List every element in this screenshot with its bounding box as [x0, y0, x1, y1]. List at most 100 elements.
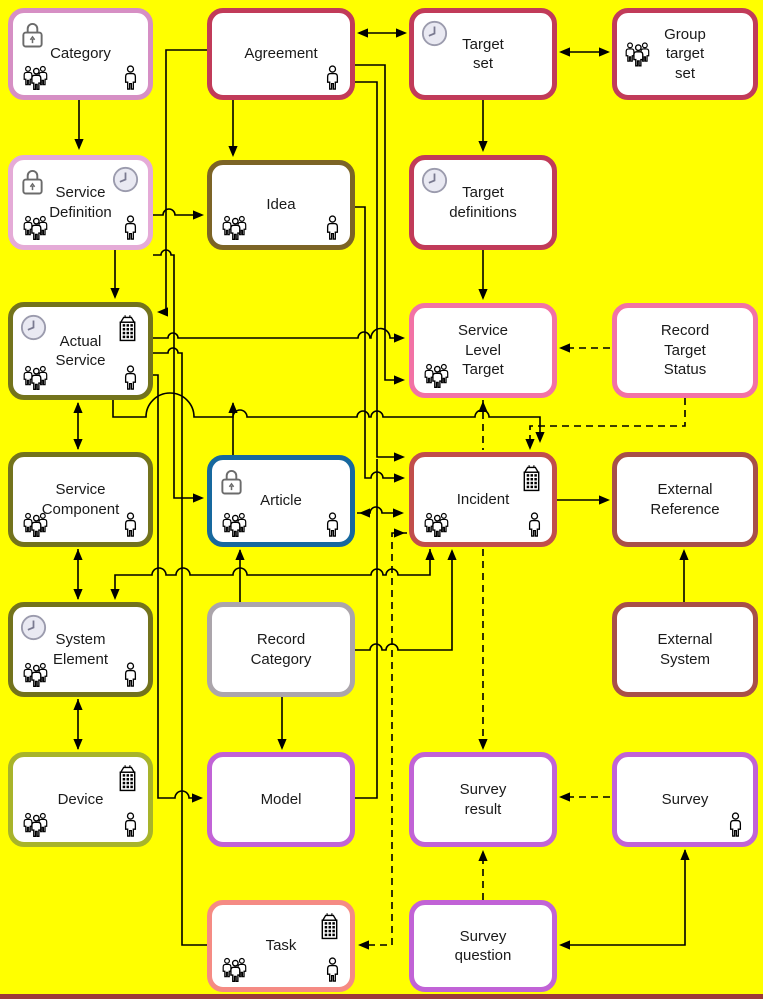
connector-idea-to-incident [355, 206, 402, 479]
building-icon [318, 911, 341, 940]
connector-record-category-to-incident [355, 551, 453, 651]
group-icon [21, 215, 51, 241]
arrowhead [525, 439, 535, 450]
arrowhead [396, 28, 407, 38]
node-label: Model [260, 790, 302, 808]
node-external-reference[interactable]: External Reference [612, 452, 758, 547]
group-icon [21, 365, 51, 391]
node-service-definition[interactable]: Service Definition [8, 155, 153, 250]
group-icon [220, 957, 250, 983]
node-model[interactable]: Model [207, 752, 355, 847]
connector-actual-service-to-model [153, 374, 200, 799]
arrowhead [478, 850, 488, 861]
arrowhead [359, 508, 370, 518]
connector-actual-service-to-task [153, 347, 207, 946]
person-icon [325, 65, 340, 90]
node-label: Article [260, 492, 302, 510]
node-label: Service Component [41, 481, 120, 518]
connector-article-incident [357, 506, 402, 514]
arrowhead [425, 549, 435, 560]
node-survey-result[interactable]: Survey result [409, 752, 557, 847]
node-label: Agreement [244, 45, 318, 63]
lock-icon [20, 20, 45, 49]
node-label: Service Definition [49, 184, 112, 221]
arrowhead [157, 307, 168, 317]
node-idea[interactable]: Idea [207, 160, 355, 250]
node-service-component[interactable]: Service Component [8, 452, 153, 547]
connector-service-definition-to-article [153, 249, 201, 499]
connector-actual-service-to-slt [153, 327, 402, 339]
node-external-system[interactable]: External System [612, 602, 758, 697]
node-label: Category [50, 45, 111, 63]
arrowhead [535, 432, 545, 443]
node-category[interactable]: Category [8, 8, 153, 100]
person-icon [123, 215, 138, 240]
node-label: Service Level Target [457, 322, 509, 379]
clock-icon [421, 20, 448, 47]
node-survey-question[interactable]: Survey question [409, 900, 557, 992]
node-actual-service[interactable]: Actual Service [8, 302, 153, 400]
node-incident[interactable]: Incident [409, 452, 557, 547]
arrowhead [393, 508, 404, 518]
arrowhead [680, 849, 690, 860]
group-icon [422, 363, 452, 389]
node-record-category[interactable]: Record Category [207, 602, 355, 697]
node-label: Target set [462, 35, 504, 73]
arrowhead [478, 739, 488, 750]
person-icon [325, 215, 340, 240]
node-survey[interactable]: Survey [612, 752, 758, 847]
person-icon [123, 812, 138, 837]
node-target-definitions[interactable]: Target definitions [409, 155, 557, 250]
node-label: Group target set [664, 25, 706, 82]
node-label: Survey result [459, 781, 507, 818]
arrowhead [394, 375, 405, 385]
arrowhead [73, 739, 83, 750]
arrowhead [73, 549, 83, 560]
person-icon [123, 512, 138, 537]
arrowhead [277, 739, 287, 750]
node-label: Device [57, 790, 104, 808]
node-label: Idea [266, 196, 296, 214]
node-system-element[interactable]: System Element [8, 602, 153, 697]
connector-agreement-to-slt [355, 64, 402, 381]
group-icon [422, 512, 452, 538]
building-icon [116, 313, 139, 342]
group-icon [623, 42, 653, 67]
clock-icon [421, 167, 448, 194]
person-icon [728, 812, 743, 837]
connector-actual-service-to-incident [112, 392, 541, 441]
node-service-level-target[interactable]: Service Level Target [409, 303, 557, 398]
arrowhead [357, 28, 368, 38]
building-icon [520, 463, 543, 492]
node-record-target-status[interactable]: Record Target Status [612, 303, 758, 398]
node-device[interactable]: Device [8, 752, 153, 847]
arrowhead [394, 473, 405, 483]
arrowhead [559, 343, 570, 353]
arrowhead [559, 792, 570, 802]
node-group-target-set[interactable]: Group target set [612, 8, 758, 100]
clock-icon [20, 314, 47, 341]
group-icon [21, 662, 51, 688]
arrowhead [228, 146, 238, 157]
arrowhead [478, 289, 488, 300]
arrowhead [110, 589, 120, 600]
person-icon [123, 365, 138, 390]
arrowhead [235, 549, 245, 560]
node-agreement[interactable]: Agreement [207, 8, 355, 100]
bottom-edge [0, 994, 763, 999]
arrowhead [478, 141, 488, 152]
person-icon [123, 662, 138, 687]
person-icon [123, 65, 138, 90]
node-label: Target definitions [449, 184, 517, 221]
lock-icon [219, 467, 244, 496]
node-target-set[interactable]: Target set [409, 8, 557, 100]
connector-record-target-status-to-incident [529, 398, 686, 447]
node-label: Survey question [454, 927, 512, 965]
connector-model-to-trunk [355, 459, 378, 799]
node-task[interactable]: Task [207, 900, 355, 992]
arrowhead [228, 402, 238, 413]
arrowhead [110, 288, 120, 299]
node-article[interactable]: Article [207, 455, 355, 547]
arrowhead [394, 452, 405, 462]
